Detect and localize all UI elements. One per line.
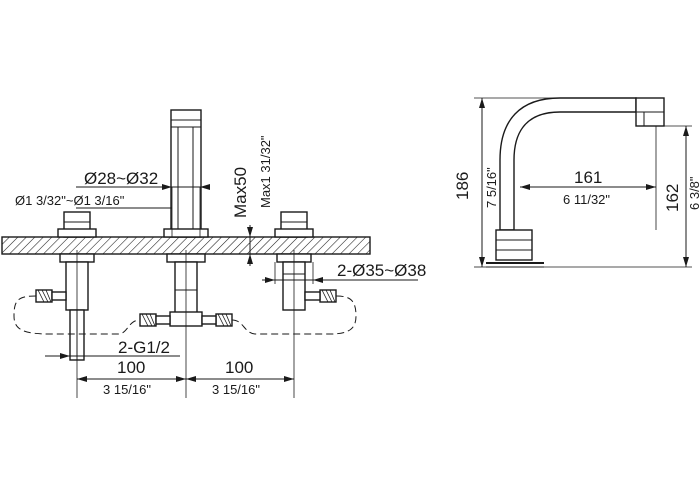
spacing-right-label: 100 (225, 358, 253, 377)
escutcheon-diameter-label: 2-Ø35~Ø38 (337, 261, 426, 280)
hose-connectors (35, 289, 337, 327)
spacing-left-label: 100 (117, 358, 145, 377)
left-handle (57, 211, 97, 238)
base (495, 229, 533, 261)
max-thickness-imperial-label: Max1 31/32" (258, 135, 273, 208)
spacing-left-imperial-label: 3 15/16" (103, 382, 151, 397)
reach-imperial-label: 6 11/32" (563, 192, 610, 207)
hole-diameter-label: Ø28~Ø32 (84, 169, 158, 188)
right-handle (274, 211, 314, 238)
front-view: Ø28~Ø32 Ø1 3/32"~Ø1 3/16" Max50 Max1 31/… (1, 109, 426, 398)
height-imperial-label: 7 5/16" (484, 167, 499, 208)
hole-diameter-imperial-label: Ø1 3/32"~Ø1 3/16" (15, 193, 125, 208)
side-view: 186 7 5/16" 161 6 11/32" 162 6 3/8" (453, 97, 700, 268)
reach-label: 161 (574, 168, 602, 187)
connection-thread-label: 2-G1/2 (118, 338, 170, 357)
spout (163, 109, 209, 238)
hose-routing (13, 295, 357, 335)
spout-profile (499, 97, 637, 231)
max-thickness-label: Max50 (231, 167, 250, 218)
outlet-height-label: 162 (663, 184, 682, 212)
height-label: 186 (453, 172, 472, 200)
outlet-height-imperial-label: 6 3/8" (687, 176, 700, 210)
spacing-right-imperial-label: 3 15/16" (212, 382, 260, 397)
